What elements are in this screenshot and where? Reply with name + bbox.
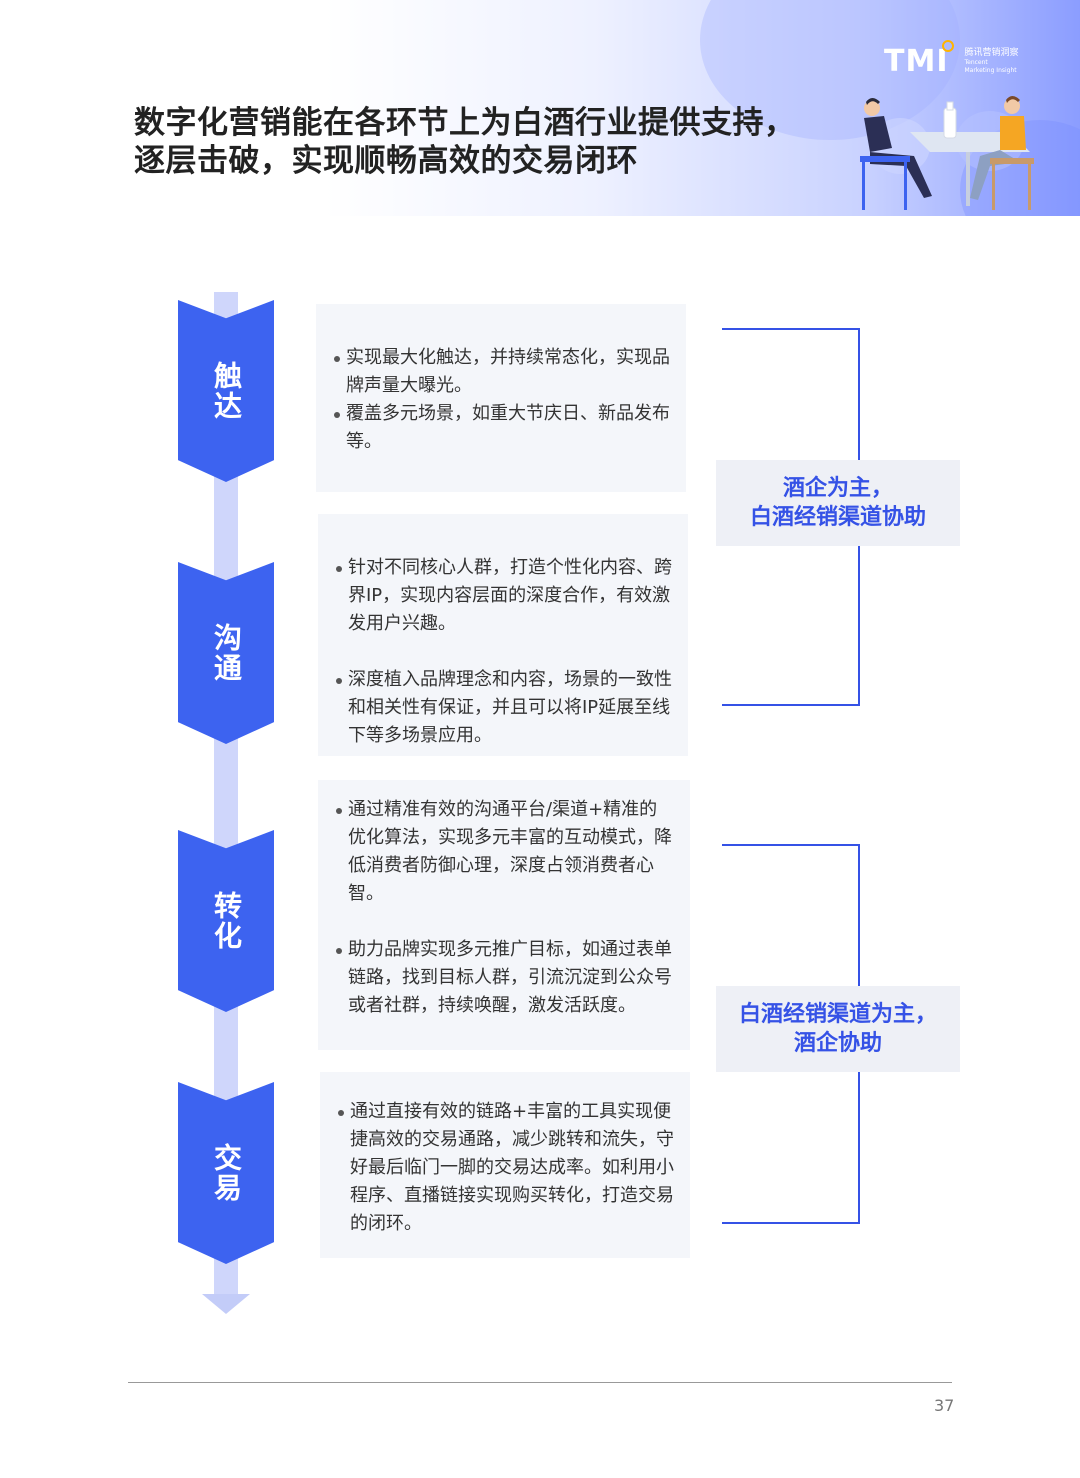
bullet-text: 助力品牌实现多元推广目标，如通过表单链路，找到目标人群，引流沉淀到公众号或者社群… — [336, 936, 674, 1020]
bullet-text: 深度植入品牌理念和内容，场景的一致性和相关性有保证，并且可以将IP延展至线下等多… — [336, 666, 672, 750]
stage-label: 触达 — [210, 361, 243, 421]
stage-marker-convert: 转化 — [178, 830, 274, 1012]
logo-en-1: Tencent — [964, 58, 988, 66]
tmi-logo: TMI 腾讯营销洞察 Tencent Marketing Insight — [884, 40, 1019, 79]
stage-card-convert: 通过精准有效的沟通平台/渠道+精准的优化算法，实现多元丰富的互动模式，降低消费者… — [318, 780, 690, 1050]
stage-marker-transaction: 交易 — [178, 1082, 274, 1264]
bullet-text: 通过精准有效的沟通平台/渠道+精准的优化算法，实现多元丰富的互动模式，降低消费者… — [336, 796, 674, 908]
stage-label: 沟通 — [210, 623, 243, 683]
role-line-1: 酒企为主， — [782, 476, 893, 501]
role-line-1: 白酒经销渠道为主， — [738, 1002, 937, 1027]
bullet-text: 实现最大化触达，并持续常态化，实现品牌声量大曝光。 — [334, 344, 670, 400]
stage-marker-touch: 触达 — [178, 300, 274, 482]
timeline-arrow-down-icon — [202, 1294, 250, 1314]
header-banner — [0, 0, 1080, 216]
logo-cn: 腾讯营销洞察 — [964, 47, 1019, 58]
stage-marker-communicate: 沟通 — [178, 562, 274, 744]
bullet-text: 针对不同核心人群，打造个性化内容、跨界IP，实现内容层面的深度合作，有效激发用户… — [336, 554, 672, 638]
logo-text: 腾讯营销洞察 Tencent Marketing Insight — [964, 48, 1018, 75]
page-title-line-2: 逐层击破，实现顺畅高效的交易闭环 — [134, 143, 638, 179]
role-box-upper: 酒企为主， 白酒经销渠道协助 — [716, 460, 960, 546]
role-line-2: 白酒经销渠道协助 — [749, 505, 926, 530]
role-line-2: 酒企协助 — [793, 1031, 882, 1056]
page-title-line-1: 数字化营销能在各环节上为白酒行业提供支持， — [134, 105, 796, 141]
stage-card-communicate: 针对不同核心人群，打造个性化内容、跨界IP，实现内容层面的深度合作，有效激发用户… — [318, 514, 688, 756]
business-meeting-illustration — [860, 96, 1034, 210]
stage-label: 交易 — [210, 1143, 243, 1203]
footer-divider — [128, 1382, 952, 1383]
bullet-text: 通过直接有效的链路+丰富的工具实现便捷高效的交易通路，减少跳转和流失，守好最后临… — [338, 1098, 674, 1238]
logo-en-2: Marketing Insight — [964, 66, 1017, 74]
page-title: 数字化营销能在各环节上为白酒行业提供支持， 逐层击破，实现顺畅高效的交易闭环 — [134, 104, 854, 180]
stage-card-transaction: 通过直接有效的链路+丰富的工具实现便捷高效的交易通路，减少跳转和流失，守好最后临… — [320, 1072, 690, 1258]
logo-mark: TMI — [884, 43, 949, 79]
stage-card-touch: 实现最大化触达，并持续常态化，实现品牌声量大曝光。 覆盖多元场景，如重大节庆日、… — [316, 304, 686, 492]
stage-label: 转化 — [210, 891, 243, 951]
page-number: 37 — [934, 1396, 955, 1415]
logo-dot-icon — [942, 40, 954, 52]
bullet-text: 覆盖多元场景，如重大节庆日、新品发布等。 — [334, 400, 670, 456]
role-box-lower: 白酒经销渠道为主， 酒企协助 — [716, 986, 960, 1072]
